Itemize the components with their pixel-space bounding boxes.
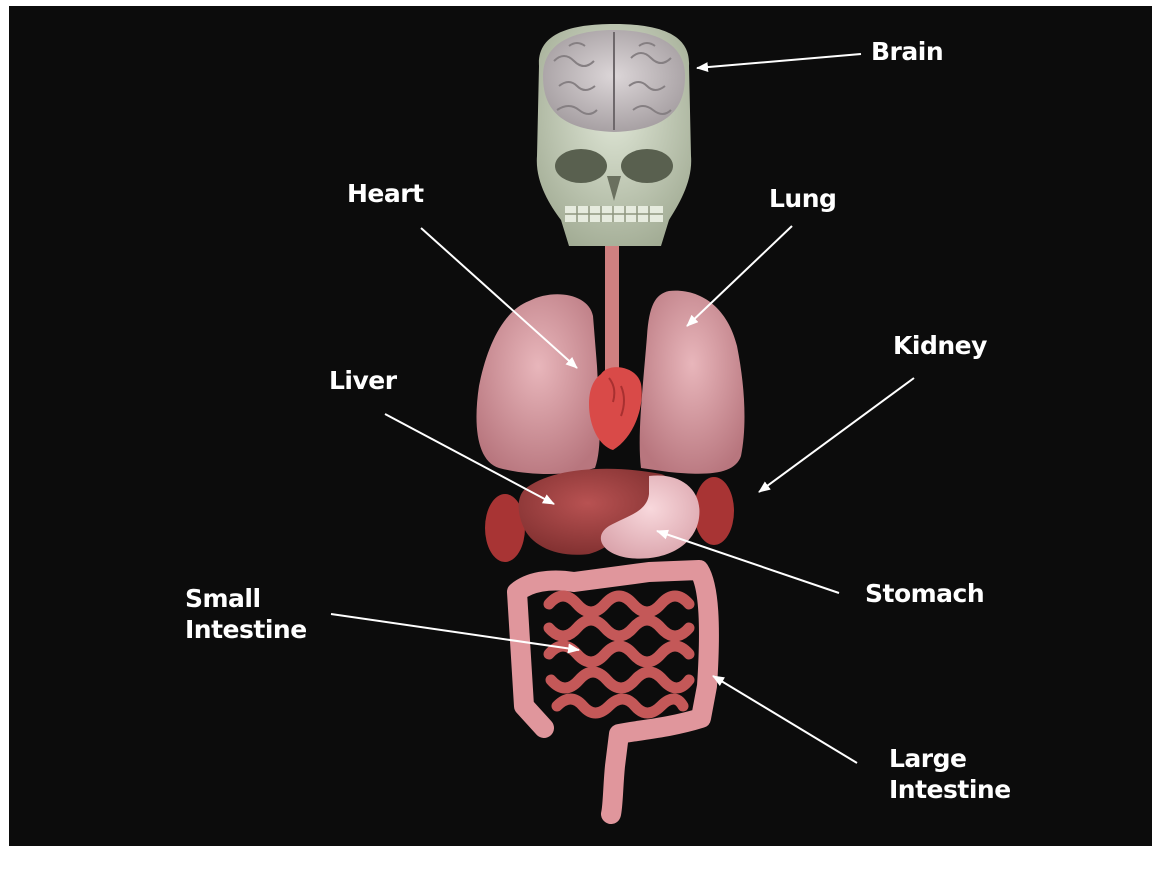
label-large-intestine: Large Intestine [889,743,1011,805]
label-liver: Liver [329,365,397,396]
small-intestine-arrow [331,614,579,650]
label-kidney: Kidney [893,330,987,361]
right-lung [640,291,745,474]
label-lung: Lung [769,183,836,214]
large-intestine-arrow [713,676,857,763]
label-small-intestine: Small Intestine [185,583,307,645]
label-stomach: Stomach [865,578,984,609]
label-small-intestine-line1: Small [185,583,307,614]
small-intestine [549,596,689,713]
diagram-canvas: Brain Heart Lung Kidney Liver Stomach Sm… [9,6,1152,846]
brain-arrow [697,54,861,68]
kidney-arrow [759,378,914,492]
right-kidney [694,477,734,545]
anatomy-illustration [9,6,1152,846]
label-large-intestine-line1: Large [889,743,1011,774]
label-large-intestine-line2: Intestine [889,774,1011,805]
label-heart: Heart [347,178,424,209]
brain [543,30,685,132]
trachea [605,246,619,376]
left-lung [476,294,599,474]
lung-arrow [687,226,792,326]
label-small-intestine-line2: Intestine [185,614,307,645]
label-brain: Brain [871,36,943,67]
